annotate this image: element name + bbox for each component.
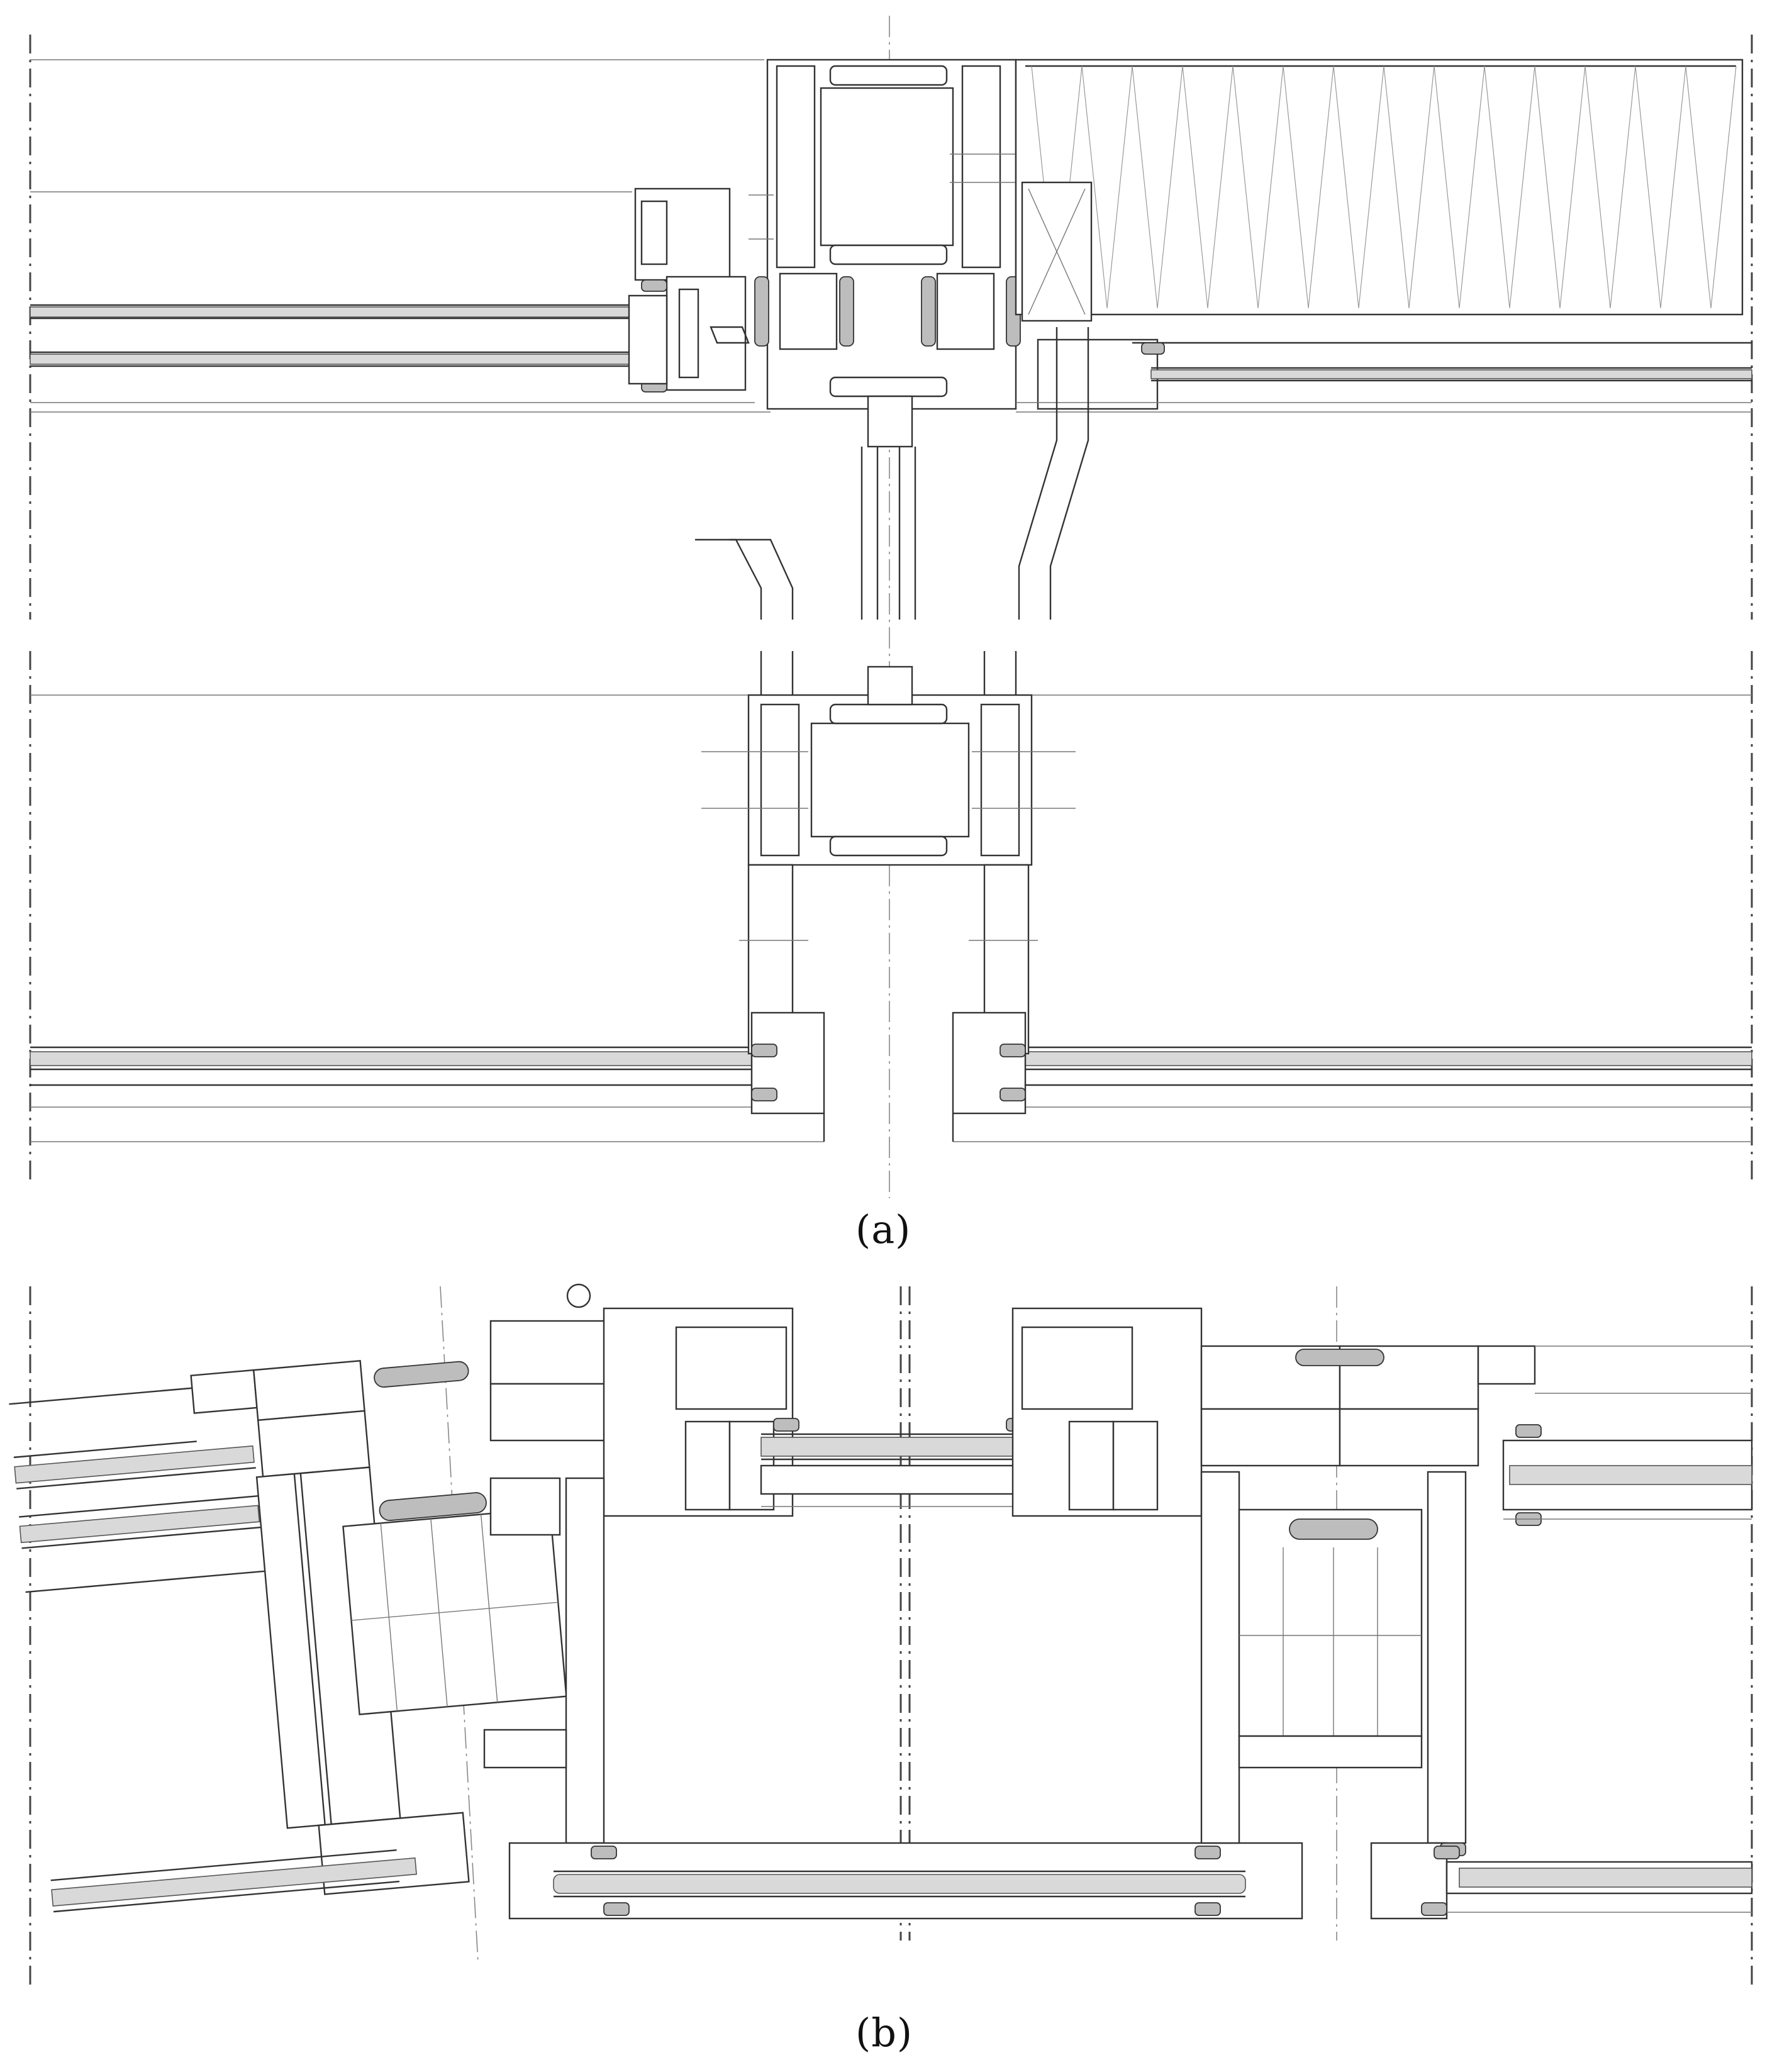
panel-b-right-glazing (1434, 1345, 1753, 1913)
panel-a-top-left-sash (628, 187, 750, 393)
panel-a-drawing (29, 16, 1753, 1198)
panel-b-drawing (9, 1283, 1753, 1985)
panel-a-leader-lines (695, 538, 794, 620)
panel-b-bottom-glazing (508, 1842, 1303, 1920)
panel-a-bottom-glazing (30, 694, 1752, 1142)
panel-a-top-right-insulation (1015, 58, 1752, 620)
panel-b-center-frame-right (1011, 1307, 1479, 1920)
panel-b-center-frame-left (483, 1283, 1052, 1844)
panel-a-bottom-mullion (701, 651, 1076, 1142)
caption-a: (a) (855, 1206, 911, 1252)
panel-b-rotated-axis (440, 1286, 479, 1963)
panel-b-rotated-sash (9, 1359, 567, 1913)
panel-a-top-mullion (749, 58, 1021, 620)
caption-b: (b) (855, 2010, 913, 2056)
